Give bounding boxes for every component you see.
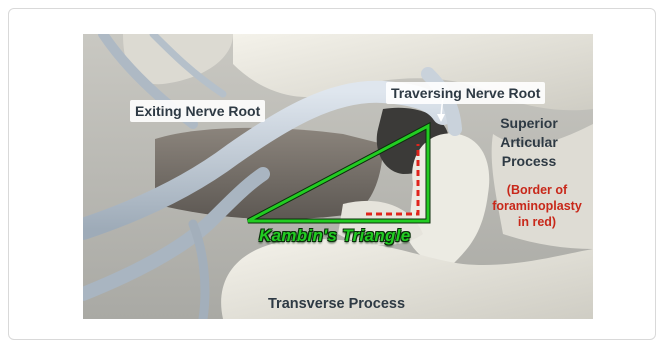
label-traversing-nerve-root: Traversing Nerve Root bbox=[386, 82, 545, 104]
label-line: Process bbox=[483, 152, 575, 171]
figure-card: Exiting Nerve Root Traversing Nerve Root… bbox=[8, 8, 656, 340]
spine-rendering bbox=[83, 34, 593, 319]
label-line: Superior bbox=[483, 114, 575, 133]
note-line: foraminoplasty bbox=[488, 198, 586, 214]
label-foraminoplasty-note: (Border of foraminoplasty in red) bbox=[488, 182, 586, 230]
label-line: Articular bbox=[483, 133, 575, 152]
note-line: (Border of bbox=[488, 182, 586, 198]
label-exiting-nerve-root: Exiting Nerve Root bbox=[130, 100, 265, 122]
label-transverse-process: Transverse Process bbox=[268, 296, 405, 312]
label-kambins-triangle: Kambin's Triangle bbox=[259, 226, 410, 246]
label-superior-articular-process: Superior Articular Process bbox=[483, 114, 575, 171]
anatomy-illustration: Exiting Nerve Root Traversing Nerve Root… bbox=[83, 34, 593, 319]
note-line: in red) bbox=[488, 214, 586, 230]
